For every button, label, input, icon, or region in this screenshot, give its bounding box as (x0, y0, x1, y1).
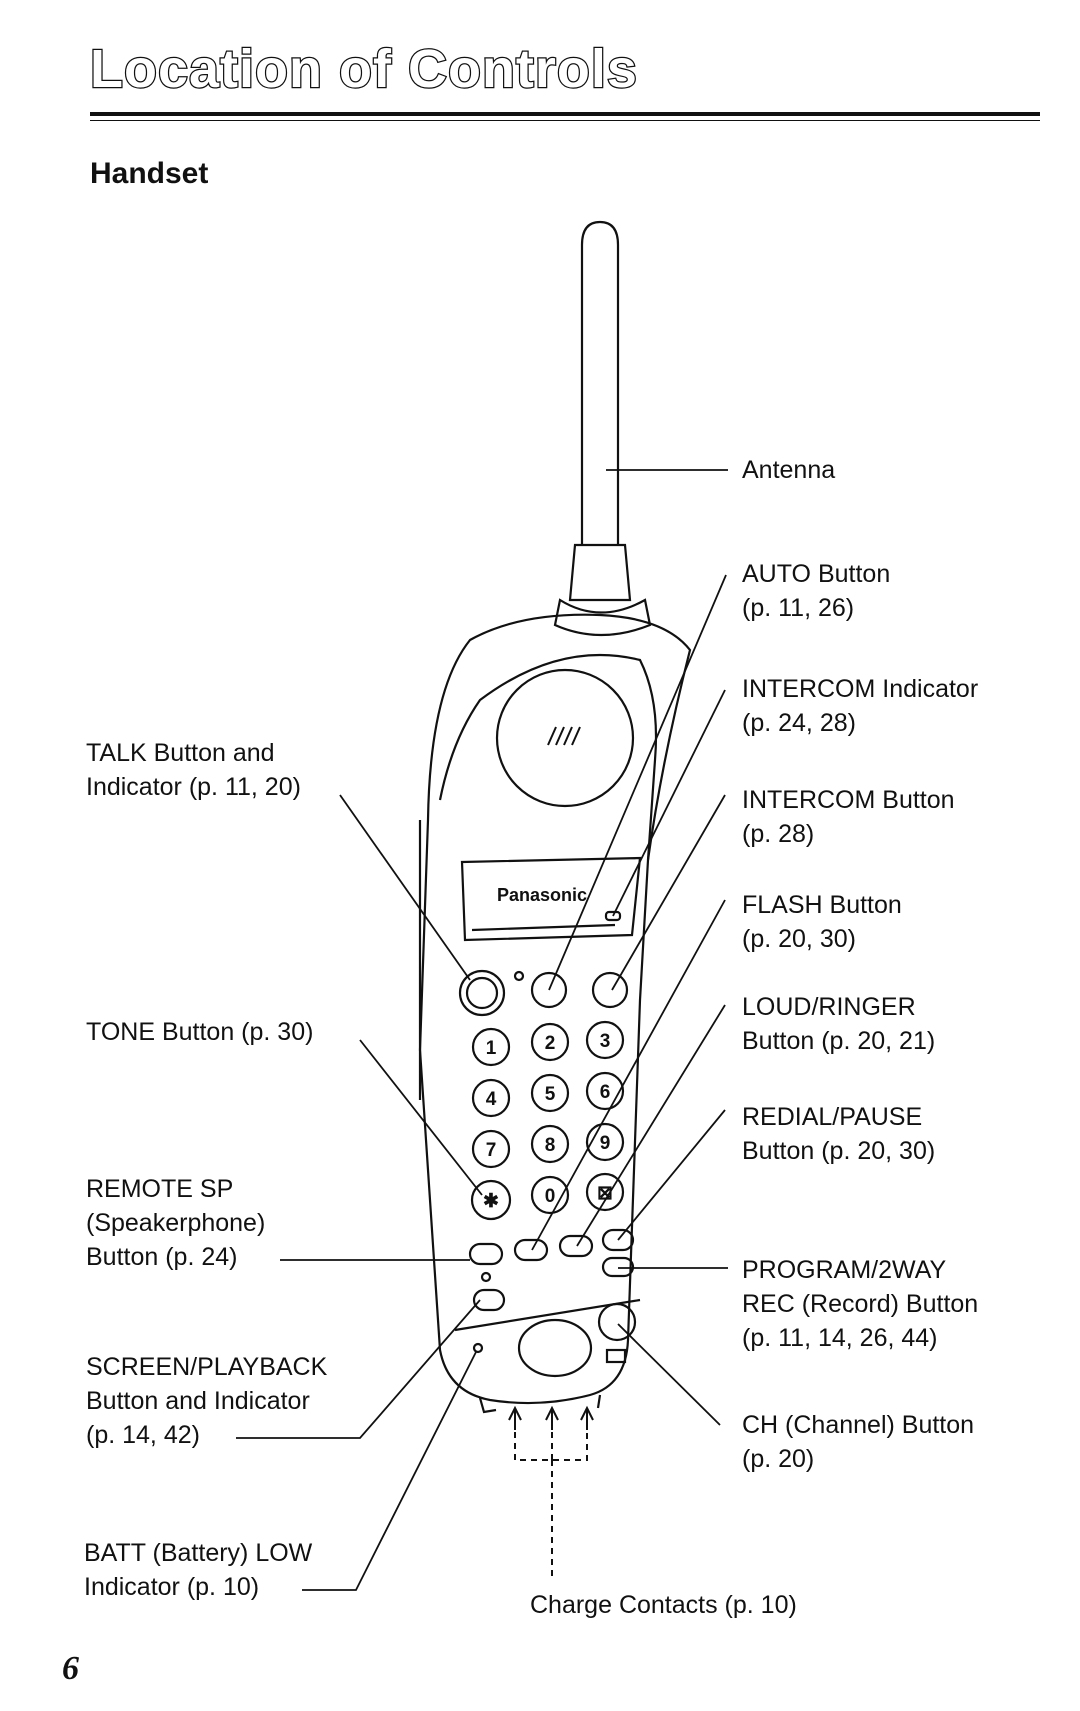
brand-logo: Panasonic (497, 885, 587, 905)
label-intercom-indicator: INTERCOM Indicator (742, 675, 979, 703)
label-charge-contacts: Charge Contacts (p. 10) (530, 1591, 797, 1619)
key-4: 4 (486, 1089, 497, 1110)
key-5: 5 (545, 1084, 556, 1105)
key-3: 3 (600, 1031, 611, 1052)
label-batt-low: BATT (Battery) LOW (84, 1539, 313, 1567)
auto-button-shape (530, 971, 568, 1009)
label-screen-pages: (p. 14, 42) (86, 1421, 200, 1449)
label-flash-pages: (p. 20, 30) (742, 925, 856, 953)
label-speakerphone: (Speakerphone) (86, 1209, 266, 1237)
antenna-shape (580, 220, 620, 545)
page-number: 6 (62, 1650, 79, 1687)
label-talk-indicator: Indicator (p. 11, 20) (86, 773, 301, 801)
label-antenna: Antenna (742, 456, 836, 484)
label-remote-pages: Button (p. 24) (86, 1243, 238, 1271)
key-0: 0 (545, 1186, 556, 1207)
title-rule-thin (90, 120, 1040, 121)
label-auto-button: AUTO Button (742, 560, 891, 588)
label-loud-ringer: LOUD/RINGER (742, 993, 916, 1021)
key-2: 2 (545, 1033, 556, 1054)
key-star: ✱ (483, 1191, 499, 1212)
label-program-rec: REC (Record) Button (742, 1290, 979, 1318)
key-7: 7 (486, 1140, 497, 1161)
label-screen-indicator: Button and Indicator (86, 1387, 310, 1415)
key-6: 6 (600, 1082, 611, 1103)
label-redial-pause-pages: Button (p. 20, 30) (742, 1137, 936, 1165)
label-batt-indicator: Indicator (p. 10) (84, 1573, 260, 1601)
keypad-keys (470, 1020, 625, 1221)
label-talk-button: TALK Button and (86, 739, 275, 767)
key-9: 9 (600, 1133, 611, 1154)
label-loud-ringer-pages: Button (p. 20, 21) (742, 1027, 936, 1055)
ch-button-shape (597, 1302, 637, 1342)
leader-lines (236, 469, 728, 1591)
label-ch-pages: (p. 20) (742, 1445, 815, 1473)
title-rule (90, 112, 1040, 116)
label-screen-playback: SCREEN/PLAYBACK (86, 1353, 328, 1381)
page-title: Location of Controls (89, 38, 638, 101)
label-tone-button: TONE Button (p. 30) (86, 1018, 314, 1046)
label-intercom-button-pages: (p. 28) (742, 820, 815, 848)
key-stop: ⊠ (597, 1183, 613, 1204)
section-heading: Handset (90, 157, 209, 190)
label-redial-pause: REDIAL/PAUSE (742, 1103, 923, 1131)
key-1: 1 (486, 1038, 497, 1059)
label-program-2way: PROGRAM/2WAY (742, 1256, 947, 1284)
label-intercom-button: INTERCOM Button (742, 786, 955, 814)
talk-button-shape (458, 969, 506, 1017)
earpiece (495, 668, 635, 808)
display-window (460, 856, 642, 942)
key-8: 8 (545, 1135, 556, 1156)
label-remote-sp: REMOTE SP (86, 1175, 234, 1203)
label-auto-pages: (p. 11, 26) (742, 594, 855, 622)
label-flash-button: FLASH Button (742, 891, 902, 919)
label-intercom-indicator-pages: (p. 24, 28) (742, 709, 856, 737)
label-program-pages: (p. 11, 14, 26, 44) (742, 1324, 938, 1352)
intercom-button-shape (591, 971, 629, 1009)
label-ch-button: CH (Channel) Button (742, 1411, 975, 1439)
